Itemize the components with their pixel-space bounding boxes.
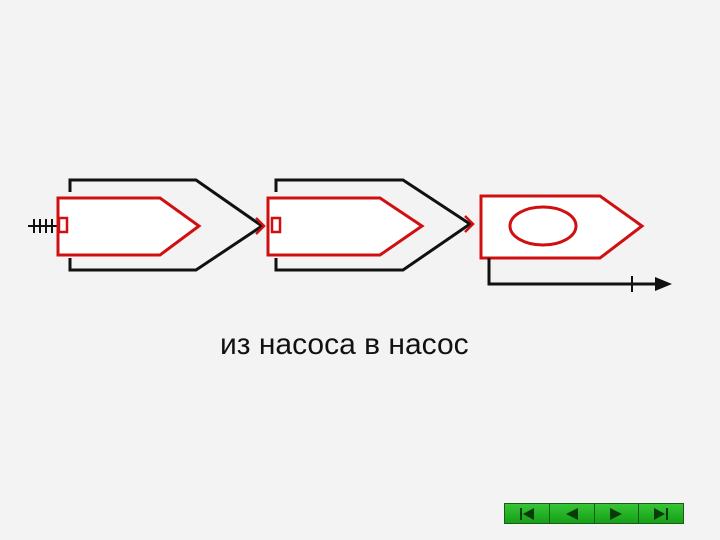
pump-1-outer-pipe [68,178,265,272]
pump-1-body [56,196,202,257]
inlet-pipe [28,219,58,233]
outlet-arrow-head [655,277,672,291]
pump-2-body [266,196,425,257]
arrow-pump-2-to-3 [464,215,475,233]
pump-2-outer-pipe [274,178,473,272]
outlet-pipe [487,258,672,292]
caption-text: из насоса в насос [220,328,469,361]
slide-navigation [504,503,684,524]
previous-slide-button[interactable] [549,504,595,523]
first-slide-icon [519,507,534,520]
arrow-pump-1-to-2 [255,217,266,235]
first-slide-button[interactable] [505,504,550,523]
last-slide-icon [654,507,669,520]
pump-1-inlet-port [57,216,69,234]
last-slide-button[interactable] [639,504,683,523]
pump-2-inlet-port [270,216,282,234]
pump-3-impeller [508,205,578,247]
next-slide-button[interactable] [594,504,640,523]
next-slide-icon [610,507,623,520]
previous-slide-icon [565,507,578,520]
